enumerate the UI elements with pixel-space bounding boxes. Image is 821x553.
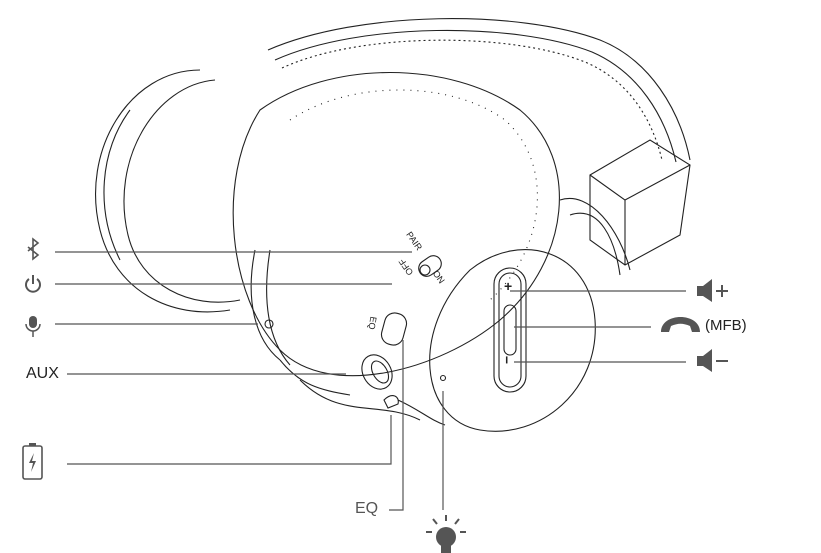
eq-label: EQ <box>355 500 379 517</box>
mfb-label: (MFB) <box>705 317 747 334</box>
front-cushion <box>232 71 560 377</box>
power-switch <box>418 255 442 277</box>
volume-up-icon <box>697 279 728 302</box>
bluetooth-icon <box>27 237 40 261</box>
headband-outer <box>267 18 691 161</box>
aux-jack <box>361 354 393 390</box>
aux-label: AUX <box>26 365 59 382</box>
microphone-icon <box>25 316 41 337</box>
battery-charging-icon <box>22 443 43 480</box>
eq-button <box>380 312 408 346</box>
led-light-icon <box>426 515 466 553</box>
headband-inner <box>274 29 677 163</box>
mfb-button <box>503 304 517 356</box>
microphone-hole <box>264 319 274 329</box>
usb-port <box>383 395 399 409</box>
headband-slider <box>589 139 691 266</box>
control-pod <box>429 249 596 432</box>
led-indicator <box>439 374 447 382</box>
rear-earcup <box>95 69 231 313</box>
button-strip <box>493 267 527 393</box>
plus-marking: + <box>504 278 513 294</box>
volume-down-icon <box>697 349 728 372</box>
minus-marking: − <box>499 355 516 365</box>
phone-icon <box>661 317 700 332</box>
power-icon <box>25 275 41 293</box>
